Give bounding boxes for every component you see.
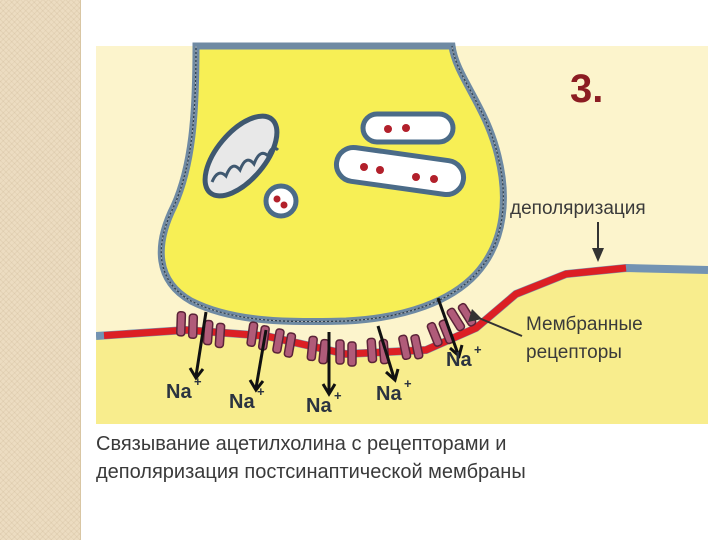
depolarization-label: деполяризация [510,198,646,219]
decorative-side-strip [0,0,81,540]
svg-text:+: + [257,384,265,399]
sodium-ion-label: Na + [306,388,342,417]
svg-text:Na: Na [446,349,472,371]
sodium-ion-label: Na + [446,342,482,371]
postsynaptic-cell [96,268,708,424]
svg-text:Na: Na [229,391,255,413]
svg-text:+: + [474,342,482,357]
sodium-ion-label: Na + [376,376,412,405]
receptors-label-line1: Мембранные [526,314,643,335]
synaptic-vesicle [333,144,467,198]
svg-text:Na: Na [376,383,402,405]
caption-line-1: Связывание ацетилхолина с рецепторами и [96,433,507,455]
sodium-ion-label: Na + [166,374,202,403]
depolarization-pointer [592,222,604,262]
svg-text:+: + [404,376,412,391]
step-number: 3. [570,67,603,111]
sodium-ion-label: Na + [229,384,265,413]
receptors-label-line2: рецепторы [526,342,622,363]
membrane-receptor [426,319,455,347]
membrane-receptor [202,319,226,349]
receptors-pointer [468,309,523,337]
svg-text:+: + [194,374,202,389]
svg-text:Na: Na [306,395,332,417]
synaptic-vesicle [263,183,299,219]
svg-text:+: + [334,388,342,403]
sodium-inflow-arrows [188,297,464,397]
mitochondrion [202,113,280,199]
caption-line-2: деполяризация постсинаптической мембраны [96,461,526,483]
membrane-receptor [272,328,297,358]
membrane-receptor [398,333,424,361]
synapse-diagram: Na + Na + Na + Na + Na + 3. деполяризаци… [96,36,708,424]
svg-text:Na: Na [166,381,192,403]
figure-caption: Связывание ацетилхолина с рецепторами и … [96,430,706,486]
membrane-receptor [335,339,357,367]
synaptic-vesicle [360,111,456,145]
membrane-receptor [176,311,199,339]
